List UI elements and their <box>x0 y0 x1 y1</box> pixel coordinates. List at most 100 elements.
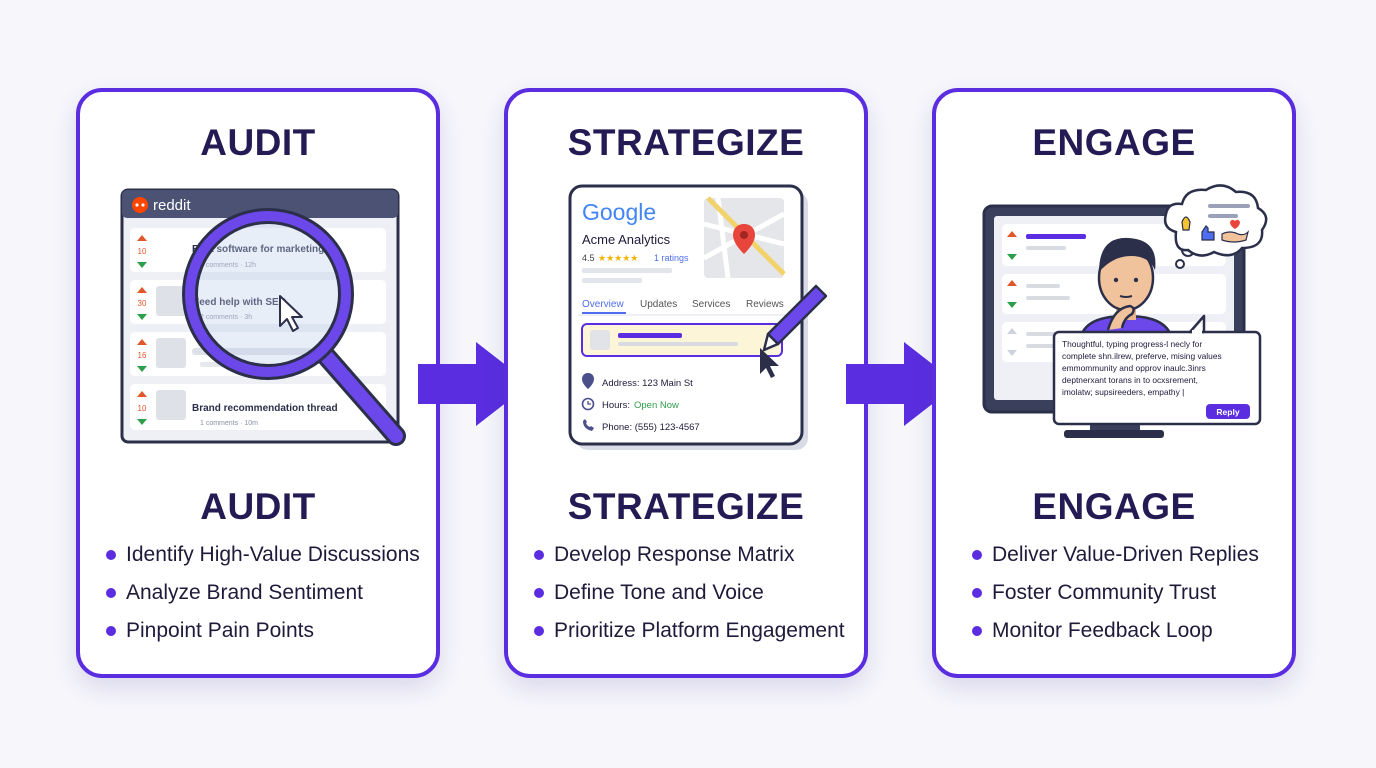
bullet-item: Pinpoint Pain Points <box>104 616 428 654</box>
upvote-icon <box>137 391 147 397</box>
svg-text:Phone: (555) 123-4567: Phone: (555) 123-4567 <box>602 422 700 433</box>
arrow-right-icon <box>418 342 530 426</box>
strategize-subtitle: STRATEGIZE <box>567 486 805 527</box>
reply-button[interactable]: Reply <box>1206 404 1250 419</box>
clock-icon <box>581 397 595 411</box>
reddit-illustration: reddit 10 Best software for marketing? 8… <box>120 188 420 448</box>
bullet-item: Prioritize Platform Engagement <box>532 616 856 654</box>
thread-title: Need help with SEO <box>192 297 287 308</box>
tab-services[interactable]: Services <box>692 299 730 310</box>
bullet-item: Define Tone and Voice <box>532 578 856 616</box>
upvote-icon <box>1007 231 1017 237</box>
bullet-item: Foster Community Trust <box>970 578 1284 616</box>
business-name: Acme Analytics <box>582 232 671 247</box>
star-rating-icon: ★★★★★ <box>598 254 638 264</box>
tab-overview[interactable]: Overview <box>582 299 624 310</box>
engage-card: ENGAGE <box>932 88 1296 678</box>
strategize-card: STRATEGIZE Google Acme Analytics 4.5 ★★★… <box>504 88 868 678</box>
thread-row[interactable]: 10 Brand recommendation thread 1 comment… <box>130 384 386 430</box>
svg-text:10: 10 <box>138 247 147 256</box>
audit-subtitle: AUDIT <box>200 486 316 527</box>
strategize-bullets: Develop Response Matrix Define Tone and … <box>532 540 856 654</box>
location-icon <box>582 373 594 389</box>
thread-title: Brand recommendation thread <box>192 403 338 414</box>
bullet-item: Develop Response Matrix <box>532 540 856 578</box>
svg-text:10: 10 <box>138 404 147 413</box>
audit-bullets: Identify High-Value Discussions Analyze … <box>104 540 428 654</box>
downvote-icon <box>1007 254 1017 260</box>
svg-text:Reply: Reply <box>1216 407 1239 417</box>
engage-subtitle: ENGAGE <box>1032 486 1196 527</box>
reply-text-line: imolatw; supsireeders, empathy | <box>1062 387 1184 397</box>
editable-field[interactable] <box>581 323 783 357</box>
bullet-dot-icon <box>534 588 544 598</box>
audit-card: AUDIT reddit 10 Best software for market… <box>76 88 440 678</box>
downvote-icon <box>137 314 147 320</box>
bullet-item: Identify High-Value Discussions <box>104 540 428 578</box>
map-thumbnail[interactable] <box>702 196 786 279</box>
upvote-icon <box>1007 280 1017 286</box>
engage-bullets: Deliver Value-Driven Replies Foster Comm… <box>970 540 1284 654</box>
bullet-dot-icon <box>106 588 116 598</box>
upvote-icon <box>137 287 147 293</box>
audit-title: AUDIT <box>200 122 316 163</box>
cursor-icon <box>279 295 303 332</box>
address-row: Address: 123 Main St <box>582 373 693 389</box>
upvote-icon <box>137 235 147 241</box>
reply-text-line: emmommunity and opprov inaulc.3inrs <box>1062 363 1206 373</box>
thought-bubble <box>1163 184 1268 269</box>
tab-reviews[interactable]: Reviews <box>746 299 784 310</box>
reply-text-line: complete shn.ilrew, preferve, mising val… <box>1062 351 1222 361</box>
reddit-logo-icon <box>132 197 148 213</box>
cursor-icon <box>760 348 779 378</box>
thumbs-up-icon <box>1201 225 1215 241</box>
thread-meta: 8 comments · 12h <box>200 262 256 269</box>
reply-panel[interactable]: Thoughtful, typing progress-l necly for … <box>1052 314 1262 426</box>
downvote-icon <box>1007 302 1017 308</box>
lightbulb-icon <box>1181 216 1191 231</box>
reply-text-line: Thoughtful, typing progress-l necly for <box>1062 339 1202 349</box>
google-logo: Google <box>582 199 656 225</box>
bullet-dot-icon <box>972 588 982 598</box>
svg-text:30: 30 <box>138 299 147 308</box>
pencil-icon <box>762 284 828 352</box>
downvote-icon <box>137 262 147 268</box>
magnifier-icon <box>182 208 406 446</box>
strategize-title: STRATEGIZE <box>567 122 805 163</box>
svg-text:Hours:: Hours: <box>602 400 630 411</box>
thread-title: Best software for marketing? <box>192 244 330 255</box>
bullet-dot-icon <box>106 550 116 560</box>
svg-text:Address: 123 Main St: Address: 123 Main St <box>602 378 693 389</box>
bullet-dot-icon <box>972 626 982 636</box>
bullet-dot-icon <box>534 626 544 636</box>
phone-row: Phone: (555) 123-4567 <box>583 419 700 433</box>
thread-meta: 1 comments · 10m <box>200 420 258 427</box>
thread-meta: 2 comments · 3h <box>200 314 252 321</box>
upvote-icon <box>137 339 147 345</box>
svg-text:16: 16 <box>138 351 147 360</box>
hand-icon <box>1221 230 1250 243</box>
heart-icon <box>1230 219 1240 229</box>
bullet-item: Monitor Feedback Loop <box>970 616 1284 654</box>
downvote-icon <box>137 366 147 372</box>
rating-value: 4.5 <box>582 253 595 263</box>
google-business-illustration: Google Acme Analytics 4.5 ★★★★★ 1 rating… <box>568 184 838 454</box>
downvote-icon <box>137 419 147 425</box>
rating-count: 1 ratings <box>654 253 689 263</box>
svg-text:Open Now: Open Now <box>634 400 679 411</box>
phone-icon <box>583 419 594 431</box>
bullet-dot-icon <box>106 626 116 636</box>
reddit-brand: reddit <box>153 197 191 214</box>
tab-updates[interactable]: Updates <box>640 299 677 310</box>
reddit-window: reddit 10 Best software for marketing? 8… <box>120 188 406 446</box>
reply-text-line: deptnerxant torans in to ocxsrement, <box>1062 375 1198 385</box>
bullet-item: Deliver Value-Driven Replies <box>970 540 1284 578</box>
monitor-scene: Thoughtful, typing progress-l necly for … <box>982 184 1268 438</box>
hours-row: Hours: Open Now <box>581 397 679 411</box>
business-profile-panel: Google Acme Analytics 4.5 ★★★★★ 1 rating… <box>568 184 828 450</box>
arrow-right-icon <box>846 342 958 426</box>
bullet-item: Analyze Brand Sentiment <box>104 578 428 616</box>
engage-illustration: Thoughtful, typing progress-l necly for … <box>980 184 1270 454</box>
bullet-dot-icon <box>972 550 982 560</box>
engage-title: ENGAGE <box>1032 122 1196 163</box>
